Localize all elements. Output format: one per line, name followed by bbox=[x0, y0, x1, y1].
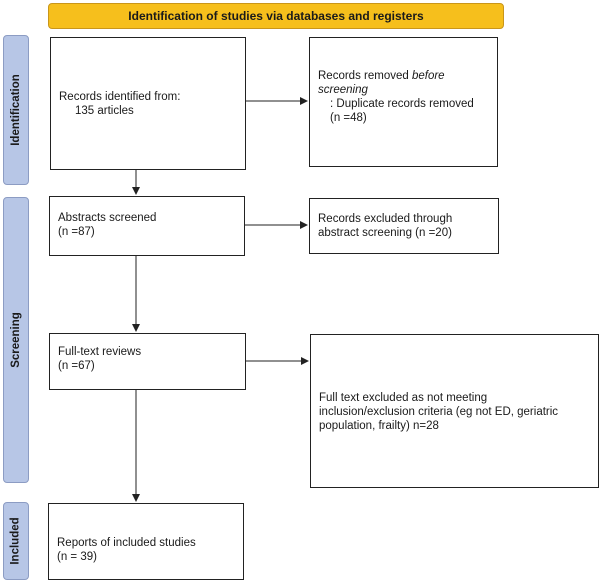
records-identified-count: 135 articles bbox=[75, 105, 134, 117]
fulltext-excluded-line3: population, frailty) n=28 bbox=[319, 420, 439, 432]
included-studies-box: Reports of included studies (n = 39) bbox=[48, 503, 244, 580]
fulltext-excluded-line1: Full text excluded as not meeting bbox=[319, 392, 488, 404]
abstracts-excluded-line1: Records excluded through bbox=[318, 213, 453, 225]
records-removed-count: (n =48) bbox=[330, 112, 367, 124]
fulltext-excluded-box: Full text excluded as not meeting inclus… bbox=[310, 334, 599, 488]
stage-label-screening: Screening bbox=[3, 197, 29, 483]
records-identified-box: Records identified from: 135 articles bbox=[50, 37, 246, 170]
fulltext-reviews-box: Full-text reviews (n =67) bbox=[49, 333, 246, 390]
stage-label-included: Included bbox=[3, 502, 29, 580]
fulltext-excluded-line2: inclusion/exclusion criteria (eg not ED,… bbox=[319, 406, 559, 418]
abstracts-excluded-line2: abstract screening (n =20) bbox=[318, 227, 452, 239]
abstracts-screened-label: Abstracts screened bbox=[58, 212, 157, 224]
stage-label-identification: Identification bbox=[3, 35, 29, 185]
records-removed-heading: Records removed before screening bbox=[318, 70, 445, 96]
records-removed-box: Records removed before screening : Dupli… bbox=[309, 37, 498, 167]
fulltext-reviews-label: Full-text reviews bbox=[58, 346, 142, 358]
fulltext-reviews-count: (n =67) bbox=[58, 360, 95, 372]
records-identified-label: Records identified from: bbox=[59, 91, 181, 103]
included-studies-count: (n = 39) bbox=[57, 551, 97, 563]
abstracts-excluded-box: Records excluded through abstract screen… bbox=[309, 198, 499, 254]
records-removed-detail: : Duplicate records removed bbox=[330, 98, 474, 110]
included-studies-label: Reports of included studies bbox=[57, 537, 196, 549]
abstracts-screened-box: Abstracts screened (n =87) bbox=[49, 196, 245, 256]
abstracts-screened-count: (n =87) bbox=[58, 226, 95, 238]
flow-header: Identification of studies via databases … bbox=[48, 3, 504, 29]
